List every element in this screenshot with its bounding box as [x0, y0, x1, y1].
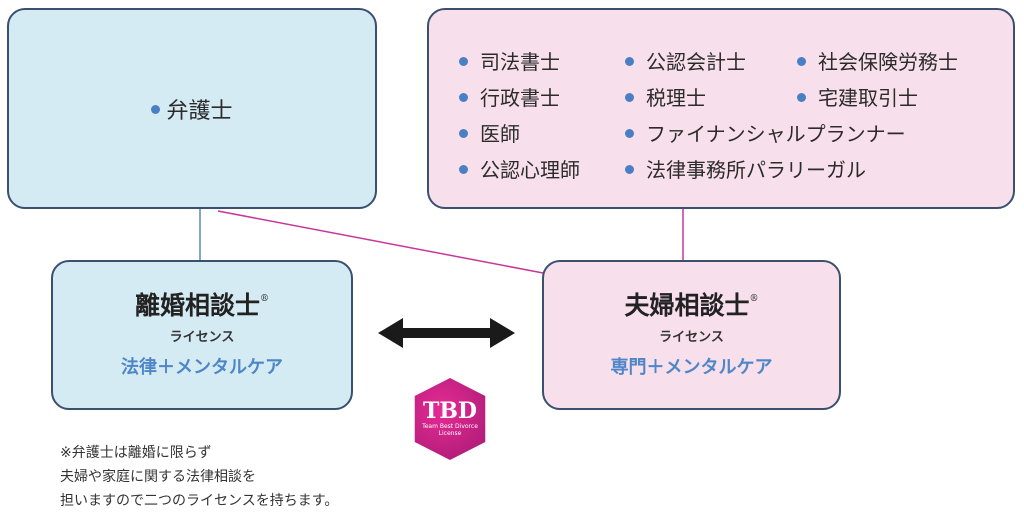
bullet-icon — [625, 129, 634, 138]
profession-item: ファイナンシャルプランナー — [625, 118, 906, 147]
profession-label: 司法書士 — [480, 50, 560, 74]
lawyer-to-fufu-line — [217, 210, 544, 274]
profession-label: 行政書士 — [480, 86, 560, 110]
fufu-license-title: 夫婦相談士® — [544, 286, 839, 322]
lawyer-label: 弁護士 — [166, 98, 233, 124]
profession-label: 公認心理師 — [480, 158, 580, 182]
registered-mark: ® — [260, 293, 269, 304]
profession-item: 法律事務所パラリーガル — [625, 154, 866, 183]
double-arrow-icon — [378, 318, 515, 348]
bullet-icon — [625, 93, 634, 102]
bullet-icon — [459, 165, 468, 174]
bullet-icon — [625, 57, 634, 66]
footnote-line: 夫婦や家庭に関する法律相談を — [60, 469, 256, 485]
title-text: 離婚相談士 — [134, 291, 260, 320]
rikon-license-box: 離婚相談士® ライセンス 法律＋メンタルケア — [51, 260, 353, 410]
bullet-icon — [625, 165, 634, 174]
rikon-license-sub: ライセンス — [169, 330, 235, 345]
bullet-icon — [151, 105, 161, 114]
profession-label: 宅建取引士 — [818, 86, 918, 110]
profession-item: 司法書士 — [459, 46, 560, 75]
bullet-icon — [797, 57, 806, 66]
logo-main-text: TBD — [422, 398, 478, 425]
bullet-icon — [797, 93, 806, 102]
profession-item: 公認会計士 — [625, 46, 746, 75]
profession-label: 医師 — [480, 122, 520, 146]
rikon-license-tagline: 法律＋メンタルケア — [121, 357, 283, 378]
footnote-line: 担いますので二つのライセンスを持ちます。 — [60, 493, 339, 509]
bullet-icon — [459, 129, 468, 138]
lawyer-item: 弁護士 — [151, 93, 233, 125]
logo-line2: License — [438, 430, 462, 437]
rikon-license-title: 離婚相談士® — [53, 286, 351, 322]
logo-line1: Team Best Divorce — [422, 423, 478, 431]
profession-label: 法律事務所パラリーガル — [646, 158, 866, 182]
profession-label: 税理士 — [646, 86, 706, 110]
footnote-line: ※弁護士は離婚に限らず — [60, 445, 212, 461]
footnote: ※弁護士は離婚に限らず 夫婦や家庭に関する法律相談を 担いますので二つのライセン… — [60, 441, 338, 513]
bullet-icon — [459, 57, 468, 66]
profession-item: 行政書士 — [459, 82, 560, 111]
fufu-license-box: 夫婦相談士® ライセンス 専門＋メンタルケア — [542, 260, 841, 410]
profession-label: ファイナンシャルプランナー — [646, 122, 906, 146]
fufu-license-sub: ライセンス — [659, 330, 724, 345]
profession-item: 公認心理師 — [459, 154, 580, 183]
fufu-license-tagline: 専門＋メンタルケア — [610, 357, 773, 378]
lawyer-box: 弁護士 — [7, 8, 377, 209]
profession-item: 社会保険労務士 — [797, 46, 958, 75]
profession-label: 社会保険労務士 — [818, 50, 958, 74]
registered-mark: ® — [749, 293, 759, 304]
profession-item: 医師 — [459, 118, 520, 147]
profession-item: 税理士 — [625, 82, 706, 111]
bullet-icon — [459, 93, 468, 102]
profession-item: 宅建取引士 — [797, 82, 918, 111]
other-professions-box: 司法書士 公認会計士 社会保険労務士 行政書士 税理士 宅建取引士 医師 ファイ… — [427, 8, 1015, 209]
title-text: 夫婦相談士 — [624, 291, 750, 320]
profession-label: 公認会計士 — [646, 50, 746, 74]
